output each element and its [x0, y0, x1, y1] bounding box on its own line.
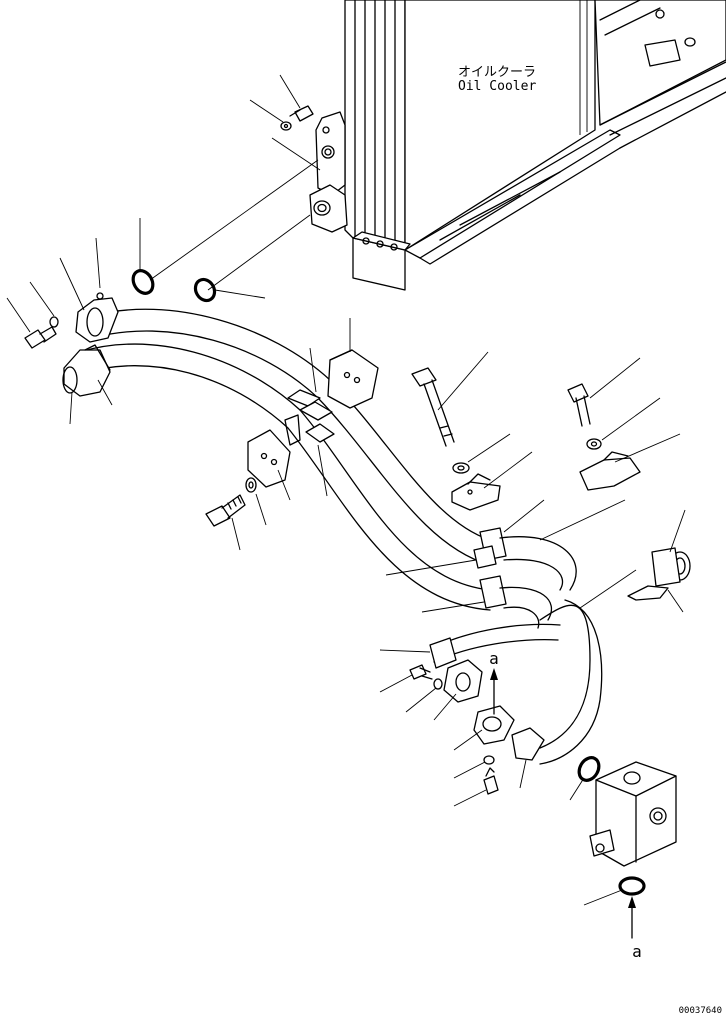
- drawing-number: 00037640: [679, 1006, 722, 1016]
- hose-elbow-fittings: [473, 527, 603, 765]
- right-clamp-bracket: [579, 451, 641, 491]
- right-hose-fitting-clip: [627, 547, 691, 601]
- oil-cooler-label-jp: オイルクーラ: [458, 65, 536, 80]
- leader-lines: [6, 74, 686, 906]
- view-arrow-top-label: a: [489, 649, 499, 668]
- center-clamp-plate: [247, 429, 291, 488]
- lower-tube-and-flange: [429, 623, 561, 761]
- view-arrow-top: [490, 668, 498, 715]
- view-arrow-bottom: [628, 896, 636, 939]
- center-clamp-bracket: [451, 473, 501, 511]
- long-bolt: [411, 367, 470, 474]
- assembly-guide-lines: [149, 137, 321, 291]
- upper-hose: [91, 308, 491, 566]
- hose-clamps: [284, 389, 335, 446]
- lower-small-bolts: [409, 664, 499, 795]
- right-bolt-washer: [567, 383, 602, 450]
- o-ring-upper-1: [131, 269, 155, 295]
- oil-cooler: [309, 0, 726, 291]
- view-arrow-bottom-label: a: [632, 942, 642, 961]
- oil-cooler-label-en: Oil Cooler: [458, 79, 536, 94]
- left-bolt: [24, 316, 59, 349]
- upper-bolt-washer: [280, 105, 314, 131]
- valve-block: [589, 761, 677, 867]
- o-ring-upper-2: [193, 277, 217, 303]
- o-ring-lower-2: [618, 876, 646, 896]
- upper-clamp-bracket: [327, 349, 379, 409]
- lower-left-hose-flange: [62, 344, 111, 397]
- center-bolt-washer: [205, 477, 257, 527]
- upper-left-hose-flange: [75, 292, 119, 343]
